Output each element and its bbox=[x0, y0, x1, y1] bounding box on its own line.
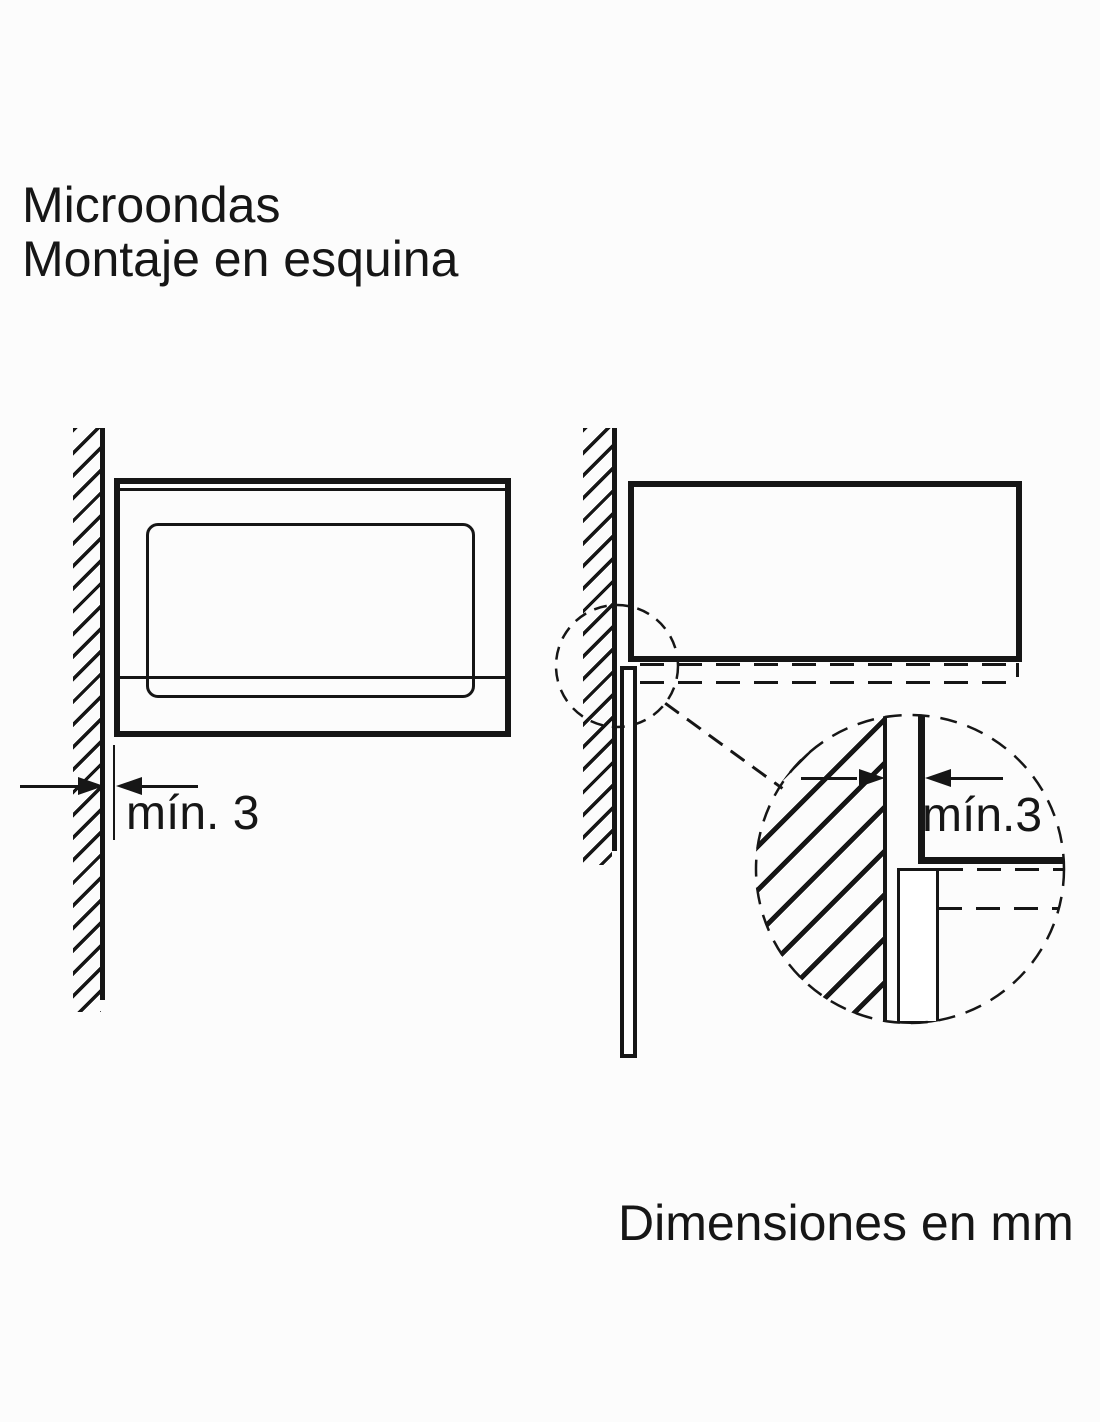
microwave-bottom-trim-line bbox=[120, 676, 505, 679]
microwave-outline-front bbox=[114, 478, 511, 737]
wall-surface-line-front bbox=[100, 428, 105, 1000]
title-product-line: Microondas bbox=[22, 177, 281, 233]
hidden-edge-right-dashed bbox=[1016, 663, 1019, 685]
hidden-edge-bottom-dashed-detail bbox=[938, 907, 1065, 910]
dimension-line-right-front bbox=[142, 785, 198, 788]
arrowhead-left-icon bbox=[116, 777, 142, 795]
wall-surface-line-detail bbox=[883, 714, 887, 1024]
hidden-edge-bottom-dashed bbox=[640, 681, 1012, 684]
units-note: Dimensiones en mm bbox=[618, 1195, 1074, 1251]
extension-line-front bbox=[113, 745, 115, 840]
arrowhead-right-icon bbox=[78, 777, 104, 795]
trim-panel-side bbox=[620, 666, 637, 1058]
wall-surface-line-side bbox=[612, 428, 617, 851]
dimension-line-right-detail bbox=[951, 777, 1003, 780]
dimension-line-left-detail bbox=[801, 777, 857, 780]
wall-hatch-detail bbox=[755, 714, 884, 1024]
trim-panel-detail bbox=[897, 868, 939, 1024]
hidden-edge-top-dashed bbox=[640, 663, 1018, 666]
microwave-top-trim-line bbox=[120, 488, 505, 491]
wall-hatch-side bbox=[583, 428, 612, 865]
clearance-dimension-detail: mín.3 bbox=[922, 789, 1043, 842]
title-mounting-line: Montaje en esquina bbox=[22, 231, 459, 287]
clearance-dimension-front: mín. 3 bbox=[126, 787, 260, 840]
arrowhead-left-icon bbox=[925, 769, 951, 787]
microwave-door-front bbox=[146, 523, 475, 698]
diagram-title: Microondas Montaje en esquina bbox=[22, 178, 458, 286]
cabinet-bottom-line-detail bbox=[918, 857, 1065, 864]
cabinet-outline-side bbox=[628, 481, 1022, 662]
arrowhead-right-icon bbox=[859, 769, 885, 787]
wall-hatch-front bbox=[73, 428, 101, 1012]
dimension-line-left-front bbox=[20, 785, 78, 788]
hidden-edge-top-dashed-detail bbox=[939, 868, 1065, 871]
corner-detail-view: mín.3 bbox=[755, 714, 1065, 1024]
